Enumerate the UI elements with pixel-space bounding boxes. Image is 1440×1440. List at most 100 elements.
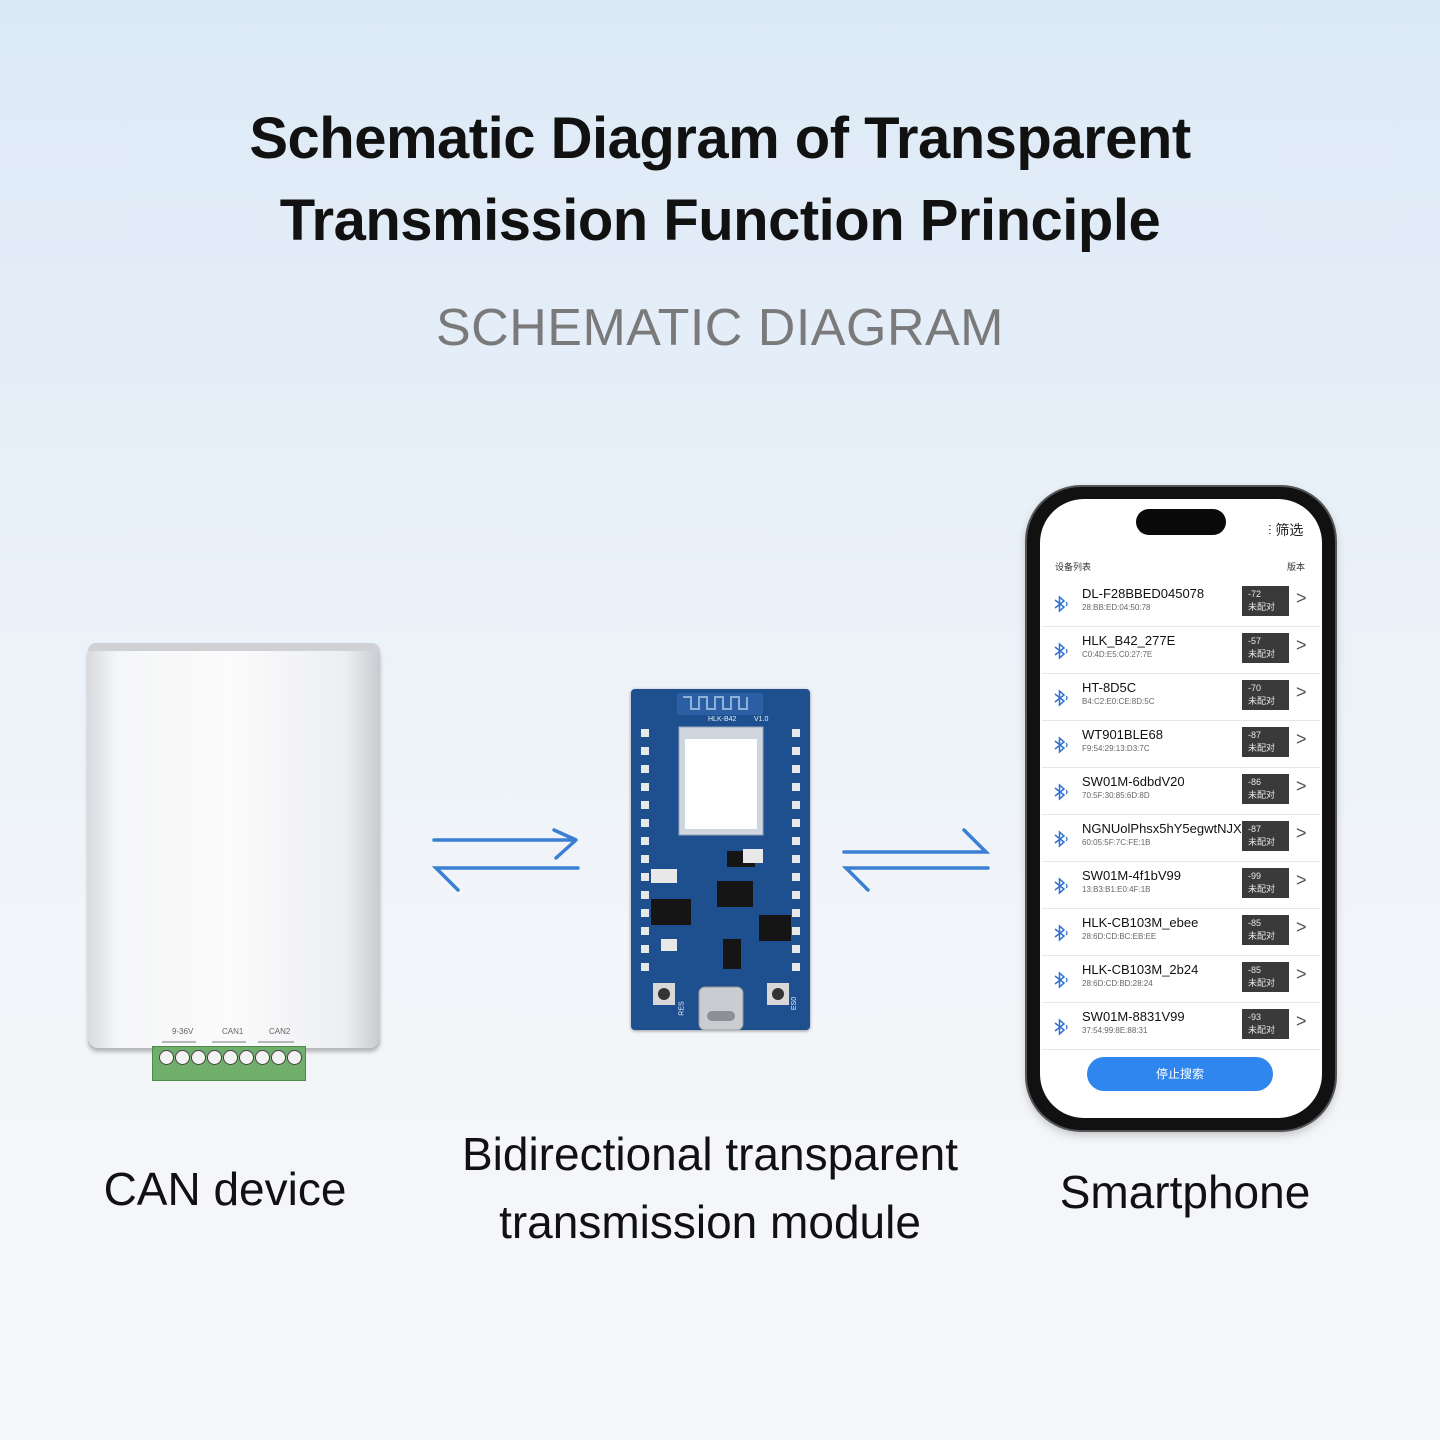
device-name: SW01M-4f1bV99 bbox=[1082, 868, 1181, 883]
pcb-es0-label: ES0 bbox=[791, 997, 798, 1010]
pair-status: 未配对 bbox=[1248, 789, 1289, 802]
device-mac: 28:6D:CD:BC:EB:EE bbox=[1082, 932, 1156, 941]
rssi-value: -93 bbox=[1248, 1011, 1289, 1024]
device-mac: 60:05:5F:7C:FE:1B bbox=[1082, 838, 1150, 847]
chevron-right-icon: > bbox=[1296, 917, 1307, 938]
rssi-value: -85 bbox=[1248, 964, 1289, 977]
terminal-screw bbox=[159, 1050, 174, 1065]
rssi-value: -87 bbox=[1248, 729, 1289, 742]
device-mac: 28:BB:ED:04:50:78 bbox=[1082, 603, 1151, 612]
device-name: HLK_B42_277E bbox=[1082, 633, 1175, 648]
chevron-right-icon: > bbox=[1296, 776, 1307, 797]
pair-status: 未配对 bbox=[1248, 883, 1289, 896]
can-port-label-can2: CAN2 bbox=[269, 1027, 290, 1036]
chevron-right-icon: > bbox=[1296, 682, 1307, 703]
bluetooth-icon bbox=[1050, 688, 1070, 708]
bidirectional-arrow-right-icon bbox=[842, 828, 992, 896]
chevron-right-icon: > bbox=[1296, 964, 1307, 985]
bluetooth-icon bbox=[1050, 641, 1070, 661]
terminal-screw bbox=[223, 1050, 238, 1065]
terminal-screw bbox=[207, 1050, 222, 1065]
main-title: Schematic Diagram of Transparent Transmi… bbox=[0, 98, 1440, 262]
device-mac: C0:4D:E5:C0:27:7E bbox=[1082, 650, 1152, 659]
can-device-top-edge bbox=[88, 643, 380, 651]
chevron-right-icon: > bbox=[1296, 823, 1307, 844]
bluetooth-icon bbox=[1050, 1017, 1070, 1037]
subtitle: SCHEMATIC DIAGRAM bbox=[0, 298, 1440, 358]
rssi-value: -86 bbox=[1248, 776, 1289, 789]
can-device-box bbox=[88, 645, 380, 1050]
terminal-screw bbox=[287, 1050, 302, 1065]
rssi-value: -85 bbox=[1248, 917, 1289, 930]
label-module-line-1: Bidirectional transparent bbox=[400, 1120, 1020, 1188]
device-name: WT901BLE68 bbox=[1082, 727, 1163, 742]
terminal-screw bbox=[255, 1050, 270, 1065]
pair-status: 未配对 bbox=[1248, 977, 1289, 990]
bluetooth-icon bbox=[1050, 594, 1070, 614]
version-header: 版本 bbox=[1287, 560, 1305, 573]
pair-status: 未配对 bbox=[1248, 648, 1289, 661]
filter-button[interactable]: ⫶ 筛选 bbox=[1268, 520, 1303, 540]
can-port-brackets bbox=[160, 1036, 300, 1044]
device-name: DL-F28BBED045078 bbox=[1082, 586, 1204, 601]
device-mac: 28:6D:CD:BD:28:24 bbox=[1082, 979, 1153, 988]
device-list-header: 设备列表 bbox=[1055, 560, 1091, 573]
device-name: HT-8D5C bbox=[1082, 680, 1136, 695]
chevron-right-icon: > bbox=[1296, 1011, 1307, 1032]
device-mac: 37:54:99:8E:88:31 bbox=[1082, 1026, 1147, 1035]
rssi-value: -72 bbox=[1248, 588, 1289, 601]
device-name: HLK-CB103M_2b24 bbox=[1082, 962, 1198, 977]
bidirectional-arrow-left-icon bbox=[432, 828, 582, 896]
pair-status: 未配对 bbox=[1248, 1024, 1289, 1037]
rssi-value: -57 bbox=[1248, 635, 1289, 648]
device-mac: B4:C2:E0:CE:8D:5C bbox=[1082, 697, 1154, 706]
device-name: HLK-CB103M_ebee bbox=[1082, 915, 1198, 930]
device-mac: 13:B3:B1:E0:4F:1B bbox=[1082, 885, 1151, 894]
label-module-line-2: transmission module bbox=[400, 1188, 1020, 1256]
terminal-screw bbox=[239, 1050, 254, 1065]
bluetooth-icon bbox=[1050, 782, 1070, 802]
pcb-model-text: HLK-B42 bbox=[708, 716, 736, 723]
chevron-right-icon: > bbox=[1296, 635, 1307, 656]
chevron-right-icon: > bbox=[1296, 729, 1307, 750]
pair-status: 未配对 bbox=[1248, 930, 1289, 943]
terminal-screw bbox=[175, 1050, 190, 1065]
stop-search-button[interactable]: 停止搜索 bbox=[1087, 1057, 1273, 1091]
bluetooth-icon bbox=[1050, 970, 1070, 990]
rssi-badge: -87未配对 bbox=[1242, 821, 1289, 851]
rssi-value: -99 bbox=[1248, 870, 1289, 883]
can-port-label-can1: CAN1 bbox=[222, 1027, 243, 1036]
pcb-reset-label: RES bbox=[679, 1001, 686, 1015]
pair-status: 未配对 bbox=[1248, 601, 1289, 614]
pcb-details bbox=[631, 689, 810, 1030]
bluetooth-icon bbox=[1050, 876, 1070, 896]
bluetooth-icon bbox=[1050, 829, 1070, 849]
pair-status: 未配对 bbox=[1248, 742, 1289, 755]
dynamic-island bbox=[1136, 509, 1226, 535]
pcb-version-text: V1.0 bbox=[754, 716, 768, 723]
rssi-value: -70 bbox=[1248, 682, 1289, 695]
device-mac: 70:5F:30:85:6D:8D bbox=[1082, 791, 1150, 800]
label-module: Bidirectional transparent transmission m… bbox=[400, 1120, 1020, 1256]
device-name: SW01M-6dbdV20 bbox=[1082, 774, 1185, 789]
pair-status: 未配对 bbox=[1248, 836, 1289, 849]
can-port-label-power: 9-36V bbox=[172, 1027, 193, 1036]
chevron-right-icon: > bbox=[1296, 588, 1307, 609]
